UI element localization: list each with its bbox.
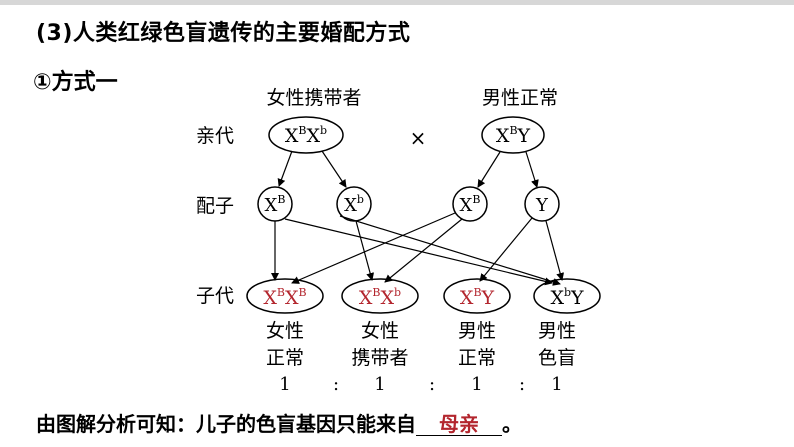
offspring-genotype: XBXB xyxy=(263,286,306,309)
offspring-node xyxy=(246,278,324,314)
ratio-value: 1 xyxy=(471,374,482,395)
cross-symbol: × xyxy=(410,126,427,150)
offspring-genotype: XbY xyxy=(550,286,584,309)
offspring-node xyxy=(443,278,511,314)
male-parent-label: 男性正常 xyxy=(482,87,558,109)
offspring-genotype: XBY xyxy=(460,286,495,309)
ratio-separator: : xyxy=(429,374,435,395)
parent-gamete-arrows xyxy=(277,150,539,188)
ratio-value: 1 xyxy=(374,374,385,395)
offspring-phenotype: 男性 xyxy=(538,320,576,342)
conclusion: 由图解分析可知：儿子的色盲基因只能来自母亲。 xyxy=(36,408,522,437)
ratio-value: 1 xyxy=(279,374,290,395)
ratio-value: 1 xyxy=(551,374,562,395)
offspring-phenotype: 色盲 xyxy=(538,347,576,369)
female-parent-genotype: XBXb xyxy=(285,124,327,147)
offspring-node xyxy=(533,278,601,314)
offspring-phenotype: 女性 xyxy=(266,320,304,342)
gamete-offspring-arrows xyxy=(271,212,565,286)
row-label-offspring: 子代 xyxy=(196,285,234,307)
offspring-node xyxy=(341,278,419,314)
gamete-node xyxy=(524,186,560,222)
offspring-phenotype: 女性 xyxy=(361,320,399,342)
row-label-gametes: 配子 xyxy=(196,195,234,217)
offspring-phenotype: 正常 xyxy=(458,347,496,369)
male-parent-genotype: XBY xyxy=(496,124,531,147)
section-heading: (3)人类红绿色盲遗传的主要婚配方式 xyxy=(36,21,411,46)
ratio-separator: : xyxy=(519,374,525,395)
gamete-genotype: XB xyxy=(265,193,286,216)
offspring-phenotype: 男性 xyxy=(458,320,496,342)
offspring-phenotype: 正常 xyxy=(266,347,304,369)
female-parent-label: 女性携带者 xyxy=(266,87,361,109)
female-parent-node xyxy=(268,116,344,154)
top-bar xyxy=(0,0,794,5)
gamete-node xyxy=(336,186,372,222)
offspring-genotype: XBXb xyxy=(359,286,401,309)
male-parent-node xyxy=(481,116,545,154)
answer-blank: 母亲 xyxy=(416,413,502,436)
ratio-separator: : xyxy=(333,374,339,395)
gamete-genotype: XB xyxy=(460,193,481,216)
conclusion-end: 。 xyxy=(502,412,522,436)
gamete-genotype: Y xyxy=(535,195,549,216)
gamete-genotype: Xb xyxy=(344,193,364,216)
row-label-parents: 亲代 xyxy=(196,125,234,147)
offspring-phenotype: 携带者 xyxy=(351,347,408,369)
subheading: ①方式一 xyxy=(33,70,118,95)
conclusion-text: 由图解分析可知：儿子的色盲基因只能来自 xyxy=(36,412,416,436)
gamete-node xyxy=(452,186,488,222)
